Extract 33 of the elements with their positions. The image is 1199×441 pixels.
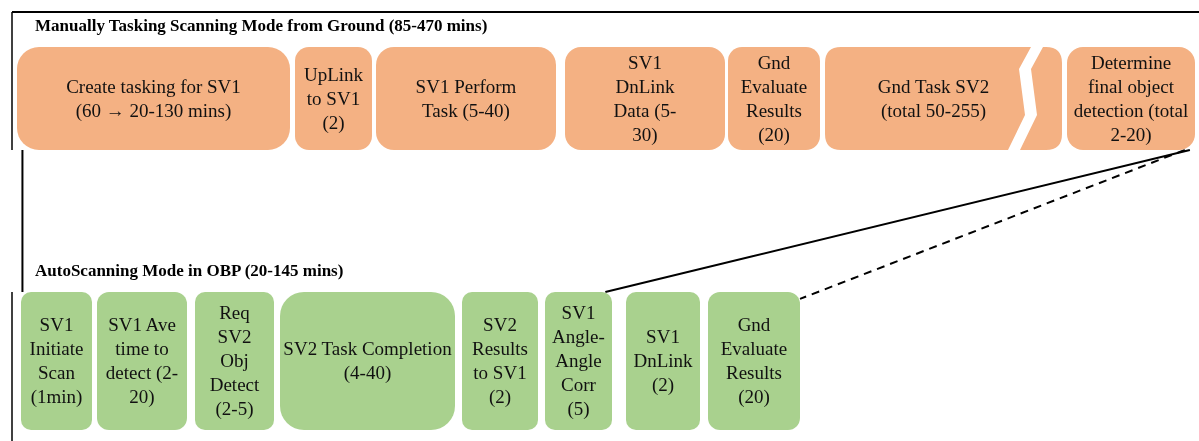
task-label: Gnd Task SV2 (total 50-255) <box>876 74 991 123</box>
task-box <box>376 47 556 150</box>
task-label: UpLink to SV1 (2) <box>302 62 365 135</box>
task-box <box>728 47 820 150</box>
task-box <box>626 292 700 430</box>
task-label: Gnd Evaluate Results (20) <box>719 313 789 409</box>
task-box <box>545 292 612 430</box>
task-box <box>295 47 372 150</box>
task-box <box>462 292 538 430</box>
connector-line <box>799 149 1186 300</box>
task-label: SV1 DnLink Data (5-30) <box>612 50 678 147</box>
task-label: Determine final object detection (total 2-20) <box>1072 50 1190 147</box>
task-box <box>280 292 455 430</box>
task-label: Req SV2 Obj Detect (2-5) <box>208 301 261 421</box>
task-box <box>708 292 800 430</box>
task-label: SV1 Initiate Scan (1min) <box>28 313 85 409</box>
connector-line <box>21 149 24 293</box>
task-label: SV2 Results to SV1 (2) <box>471 313 529 409</box>
task-box <box>565 47 725 150</box>
connector-line <box>604 149 1191 293</box>
task-box <box>195 292 274 430</box>
task-label: SV1 Ave time to detect (2-20) <box>104 313 180 409</box>
task-box <box>97 292 187 430</box>
task-box <box>21 292 92 430</box>
task-label: SV1 Angle-Angle Corr (5) <box>551 301 606 421</box>
task-label: SV1 Perform Task (5-40) <box>414 74 518 123</box>
task-label: Gnd Evaluate Results (20) <box>739 50 809 147</box>
section-heading: AutoScanning Mode in OBP (20-145 mins) <box>35 261 344 281</box>
task-label: SV1 DnLink (2) <box>632 325 694 397</box>
task-box <box>17 47 290 150</box>
task-label: SV2 Task Completion (4-40) <box>283 337 452 385</box>
section-heading: Manually Tasking Scanning Mode from Ground (85-470 mins) <box>35 16 488 36</box>
task-label: Create tasking for SV1 (60 → 20-130 mins) <box>65 74 242 123</box>
